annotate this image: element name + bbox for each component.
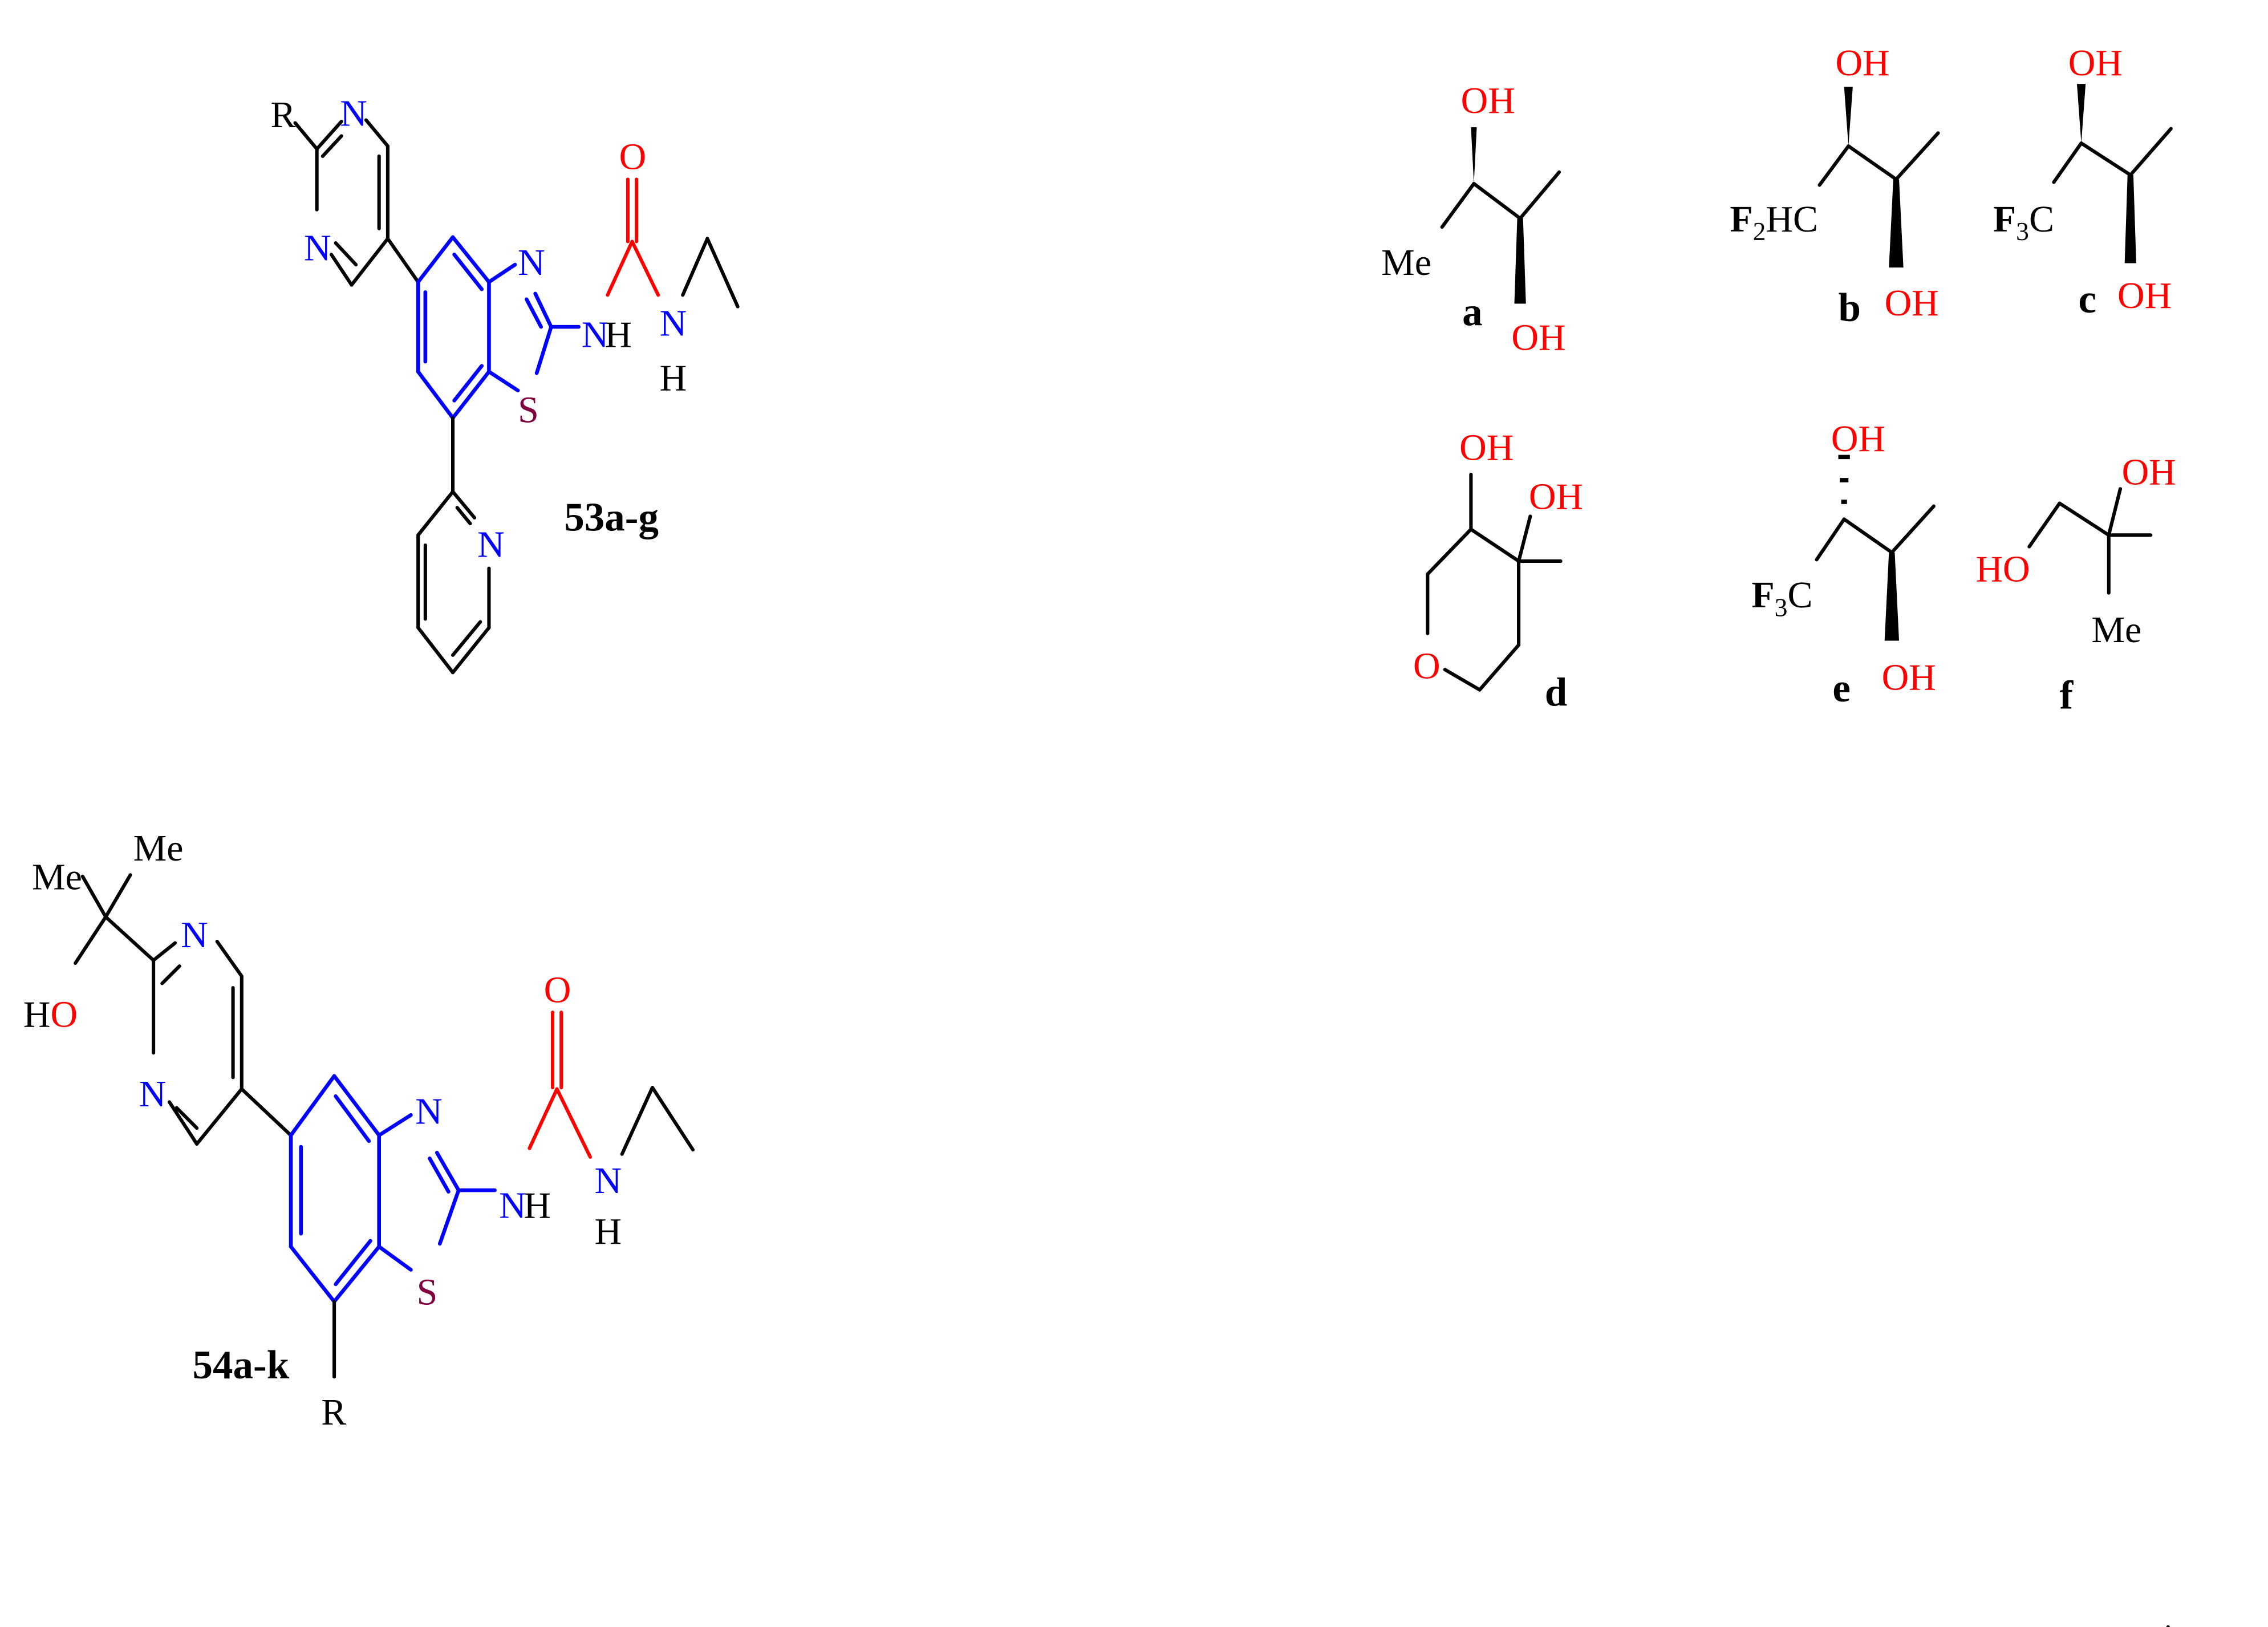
r-group-53-d: OH OH O d — [1413, 427, 1583, 715]
compound-label-54: 54a-k — [193, 1343, 290, 1387]
r-group-53-f: OH HO Me f — [1975, 452, 2176, 718]
ring-oxygen: O — [1413, 645, 1441, 687]
r-group-label-a: a — [1462, 290, 1482, 335]
thiazole-sulfur: S — [417, 1271, 438, 1313]
urea-oxygen: O — [619, 136, 647, 178]
r-group-label-d: d — [1545, 671, 1567, 715]
hydroxyl-label: HO — [1975, 548, 2030, 590]
r-group-label-e: e — [1832, 666, 1851, 711]
amide-nitrogen: N — [499, 1184, 526, 1226]
urea-nitrogen: N — [660, 302, 687, 344]
r-group-label: R — [321, 1391, 346, 1433]
hydroxyl-label: OH — [2122, 452, 2176, 493]
methyl-label: Me — [32, 857, 82, 898]
thiazole-nitrogen: N — [415, 1090, 443, 1132]
hydroxyl-label: OH — [1885, 282, 1939, 324]
urea-oxygen: O — [544, 969, 571, 1011]
r-group-53-e: OH F3C OH e — [1751, 418, 1936, 711]
difluoromethyl-label: F2HC — [1730, 198, 1818, 246]
amide-hydrogen: H — [524, 1184, 551, 1226]
trifluoromethyl-label: F3C — [1751, 574, 1812, 622]
pyrimidine-nitrogen: N — [304, 227, 331, 269]
hydroxyl-label: OH — [1459, 427, 1514, 468]
r-group-53-a: OH Me OH a — [1381, 80, 1565, 359]
methyl-label: Me — [2091, 609, 2141, 651]
hydroxyl-label: OH — [1835, 42, 1889, 84]
pyridine-nitrogen: N — [477, 524, 505, 565]
r-group-label-b: b — [1839, 286, 1861, 330]
hydroxyl-label: OH — [1882, 657, 1936, 699]
compound-54-structure: Me Me HO N N N S N H O N H R 54a-k — [23, 827, 695, 1433]
thiazole-sulfur: S — [518, 389, 539, 431]
methyl-label: Me — [133, 827, 184, 869]
r-group-label: R — [271, 94, 296, 136]
compound-53-structure: R N N N S N H O N H N 53a-g — [271, 93, 740, 675]
hydroxyl-label: OH — [2068, 42, 2123, 84]
urea-nitrogen: N — [595, 1160, 622, 1202]
r-group-53-b: OH F2HC OH b — [1730, 42, 1940, 330]
hydroxyl-label: OH — [1529, 476, 1583, 518]
urea-hydrogen: H — [660, 358, 687, 399]
compound-label-53: 53a-g — [564, 496, 659, 540]
hydroxyl-label: OH — [1831, 418, 1885, 460]
pyrimidine-nitrogen: N — [181, 914, 208, 956]
amide-nitrogen: N — [582, 314, 609, 356]
r-group-label-c: c — [2079, 277, 2097, 322]
amide-hydrogen: H — [604, 314, 632, 356]
r-group-label-f: f — [2060, 673, 2074, 718]
hydroxyl-label: OH — [1461, 80, 1515, 121]
hydroxyl-label: OH — [1511, 317, 1565, 359]
hydroxyl-label: OH — [2117, 275, 2172, 317]
trifluoromethyl-label: F3C — [1993, 198, 2054, 246]
urea-hydrogen: H — [595, 1211, 622, 1252]
thiazole-nitrogen: N — [518, 242, 545, 283]
r-group-53-c: OH F3C OH c — [1993, 42, 2173, 322]
pyrimidine-nitrogen: N — [139, 1073, 167, 1115]
pyrimidine-nitrogen: N — [340, 93, 367, 135]
methyl-label: Me — [1381, 242, 1431, 283]
hydroxyl-label: HO — [23, 994, 78, 1036]
